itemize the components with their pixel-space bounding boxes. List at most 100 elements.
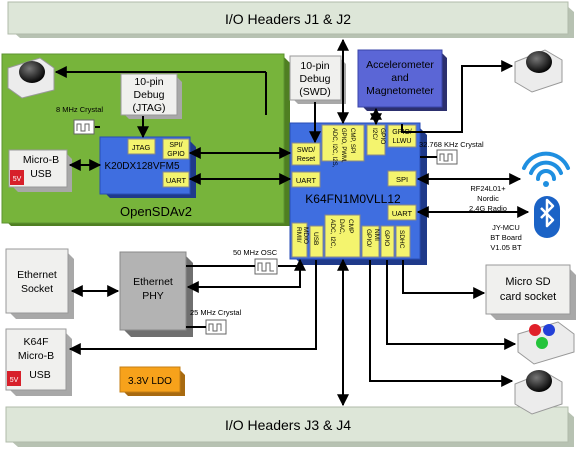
ldo-box: 3.3V LDO xyxy=(119,366,185,396)
ethernet-phy-line2: PHY xyxy=(142,290,164,302)
accelerometer-line2: and xyxy=(391,72,409,84)
connections xyxy=(54,38,530,407)
k64-sdhc-port: SDHC xyxy=(395,225,411,258)
ethernet-socket-box: Ethernet Socket xyxy=(5,248,74,319)
ethernet-phy-line1: Ethernet xyxy=(133,276,173,288)
k64f-usb-line2: Micro-B xyxy=(18,350,54,362)
k20-uart-label: UART xyxy=(166,176,187,185)
debug-jtag-box: 10-pin Debug (JTAG) xyxy=(120,73,182,119)
k20-spi-gpio-port: SPI/ GPIO xyxy=(162,138,190,160)
debug-swd-box: 10-pin Debug (SWD) xyxy=(289,55,346,104)
opensda-title: OpenSDAv2 xyxy=(120,204,192,219)
k64-adc-top-line1: ADC, I2C, I2S, xyxy=(331,128,337,168)
bt-line1: JY-MCU xyxy=(492,223,520,232)
crystal-8mhz-label: 8 MHz Crystal xyxy=(56,105,103,114)
rf-line1: RF24L01+ xyxy=(470,184,506,193)
k20-jtag-label: JTAG xyxy=(132,143,151,152)
osc-50m-label: 50 MHz OSC xyxy=(233,248,278,257)
k64-uart-right-label: UART xyxy=(392,209,413,218)
ethernet-socket-line1: Ethernet xyxy=(17,269,57,281)
k64-adc-bottom-line2: DAC, xyxy=(338,219,345,235)
debug-jtag-line3: (JTAG) xyxy=(132,102,165,114)
crystal-32k-icon xyxy=(436,149,458,165)
k64-rmii-line1: RMII/ xyxy=(295,227,302,243)
k64-adc-top-line2: GPIO, PWM, xyxy=(340,128,346,163)
opensda-usb-5v-badge: 5V xyxy=(13,176,22,183)
bluetooth-icon xyxy=(534,196,560,238)
opensda-usb-line1: Micro-B xyxy=(23,154,59,166)
crystal-25m-label: 25 MHz Crystal xyxy=(190,308,242,317)
osc-50m-icon xyxy=(254,258,278,275)
k64-gpio-nmi-port: GPIO/ NMI xyxy=(361,225,380,258)
k64-usb-port: USB xyxy=(309,225,324,258)
debug-swd-line3: (SWD) xyxy=(299,86,331,98)
k64-spi-port: SPI xyxy=(387,170,417,187)
io-header-top: I/O Headers J1 & J2 xyxy=(7,1,574,38)
accelerometer-line1: Accelerometer xyxy=(366,59,434,71)
k64-uart-right-port: UART xyxy=(387,204,417,221)
opensda-usb-line2: USB xyxy=(30,168,52,180)
accelerometer-line3: Magnetometer xyxy=(366,85,434,97)
k64-swd-reset-port: SWD/ Reset xyxy=(291,142,321,166)
k20-chip-name: K20DX128VFM5 xyxy=(104,161,179,172)
crystal-32k-label: 32.768 KHz Crystal xyxy=(419,140,484,149)
k64-usb-label: USB xyxy=(312,232,319,245)
k64-gpio-nmi-line1: GPIO/ xyxy=(365,229,372,247)
k64-gpio-llwu-line2: LLWU xyxy=(393,138,412,145)
k64-sdhc-label: SDHC xyxy=(398,230,405,249)
microsd-line2: card socket xyxy=(500,291,556,303)
debug-jtag-line2: Debug xyxy=(134,89,165,101)
k64-adc-bottom-port: ADC, I2C, DAC, CMP xyxy=(324,214,361,258)
io-header-top-label: I/O Headers J1 & J2 xyxy=(225,11,351,27)
k64-gpio-nmi-line2: NMI xyxy=(373,229,380,241)
k20-gpio-label: GPIO xyxy=(167,151,185,158)
k64f-usb-box: K64F Micro-B USB 5V xyxy=(5,328,72,396)
k64-adc-bottom-line3: CMP xyxy=(347,219,354,233)
k64-i2c-gpio-port: I2C/ GPIO xyxy=(366,124,386,156)
io-header-bottom: I/O Headers J3 & J4 xyxy=(5,406,574,447)
k64-rmii-port: RMII/ MDIO xyxy=(291,222,309,258)
k64-gpio-port: GPIO xyxy=(380,225,395,258)
ethernet-socket-line2: Socket xyxy=(21,283,53,295)
wifi-icon xyxy=(522,151,570,187)
k64-adc-top-port: ADC, I2C, I2S, GPIO, PWM, CMP, SPI xyxy=(321,124,365,168)
k64f-usb-5v-badge: 5V xyxy=(10,377,19,384)
bt-line3: V1.05 BT xyxy=(490,243,522,252)
microsd-box: Micro SD card socket xyxy=(485,264,576,320)
bt-line2: BT Board xyxy=(490,233,522,242)
microsd-line1: Micro SD xyxy=(505,276,550,288)
ldo-label: 3.3V LDO xyxy=(128,376,172,387)
k64-adc-top-line3: CMP, SPI xyxy=(349,128,355,154)
k64-i2c-gpio-label: GPIO xyxy=(379,128,386,144)
button-icon[interactable] xyxy=(514,370,563,415)
k20-uart-port: UART xyxy=(162,171,190,188)
k64-chip-name: K64FN1M0VLL12 xyxy=(305,192,401,206)
k64-i2c-label: I2C/ xyxy=(371,128,378,140)
k64-swd-label: SWD/ xyxy=(297,147,315,154)
debug-jtag-line1: 10-pin xyxy=(134,76,163,88)
k64-adc-bottom-line1: ADC, I2C, xyxy=(329,219,336,248)
ethernet-phy-box: Ethernet PHY xyxy=(119,251,193,337)
crystal-8mhz-icon xyxy=(73,119,95,135)
crystal-25m-icon xyxy=(205,319,227,335)
opensda-usb-box: Micro-B USB 5V xyxy=(8,149,72,192)
k64-uart-left-label: UART xyxy=(296,176,317,185)
k64-spi-label: SPI xyxy=(396,175,408,184)
k64-reset-label: Reset xyxy=(297,156,315,163)
k64f-usb-line1: K64F xyxy=(23,336,48,348)
accelerometer-box: Accelerometer and Magnetometer xyxy=(357,49,447,111)
k20-spi-label: SPI/ xyxy=(169,142,182,149)
rgb-led-icon xyxy=(517,321,575,365)
debug-swd-line2: Debug xyxy=(300,73,331,85)
rf-line2: Nordic xyxy=(477,194,499,203)
k20-jtag-port: JTAG xyxy=(127,138,156,155)
k64-gpio-label: GPIO xyxy=(383,230,390,246)
k64-rmii-line2: MDIO xyxy=(302,227,309,244)
k64-uart-left-port: UART xyxy=(291,171,321,188)
io-header-bottom-label: I/O Headers J3 & J4 xyxy=(225,417,351,433)
button-icon[interactable] xyxy=(514,49,563,93)
debug-swd-line1: 10-pin xyxy=(300,60,329,72)
button-icon[interactable] xyxy=(7,57,55,99)
